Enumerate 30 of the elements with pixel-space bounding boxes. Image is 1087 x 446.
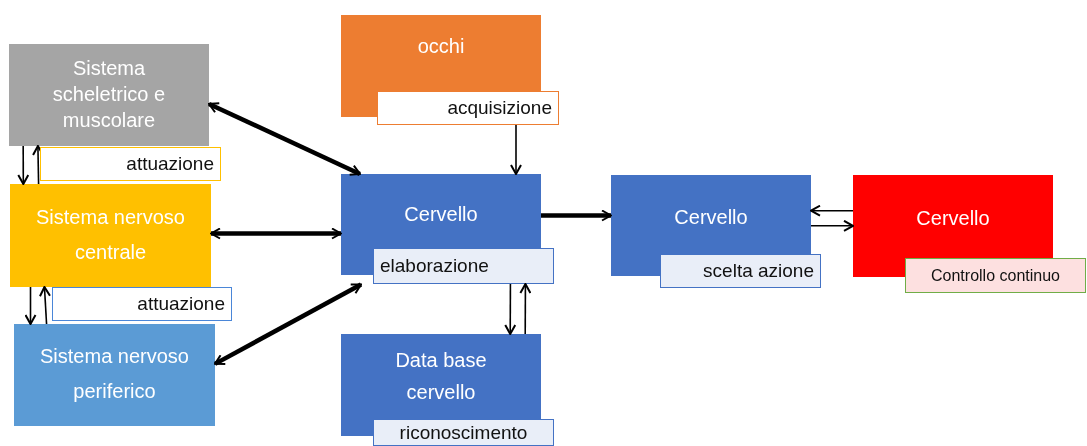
arrow: [210, 227, 342, 240]
process-box: [9, 44, 209, 146]
process-box: [10, 184, 211, 287]
arrow: [504, 283, 517, 335]
arrow: [24, 286, 37, 325]
arrow: [810, 219, 854, 232]
tag-label: elaborazione: [373, 248, 554, 284]
tag-label: attuazione: [52, 287, 232, 321]
tag-label: Controllo continuo: [905, 258, 1086, 293]
box-text: Cervello: [916, 205, 990, 231]
tag-label: attuazione: [40, 147, 221, 181]
arrow: [213, 282, 363, 366]
box-text: Data base cervello: [394, 348, 488, 405]
tag-label: riconoscimento: [373, 419, 554, 446]
arrow: [519, 283, 532, 335]
arrow: [39, 286, 51, 325]
box-text: Sistema nervoso centrale: [35, 204, 186, 265]
arrow: [510, 124, 522, 175]
arrow: [541, 209, 612, 222]
box-text: occhi: [417, 33, 465, 59]
arrow: [17, 145, 30, 185]
tag-label: scelta azione: [660, 254, 821, 288]
arrow: [810, 204, 854, 217]
box-text: Sistema nervoso periferico: [39, 344, 190, 404]
box-text: Cervello: [404, 202, 478, 227]
tag-label: acquisizione: [377, 91, 559, 125]
arrow: [208, 101, 361, 177]
box-text: Cervello: [674, 205, 748, 230]
process-box: [14, 324, 215, 426]
box-text: Sistema scheletrico e muscolare: [51, 56, 167, 133]
